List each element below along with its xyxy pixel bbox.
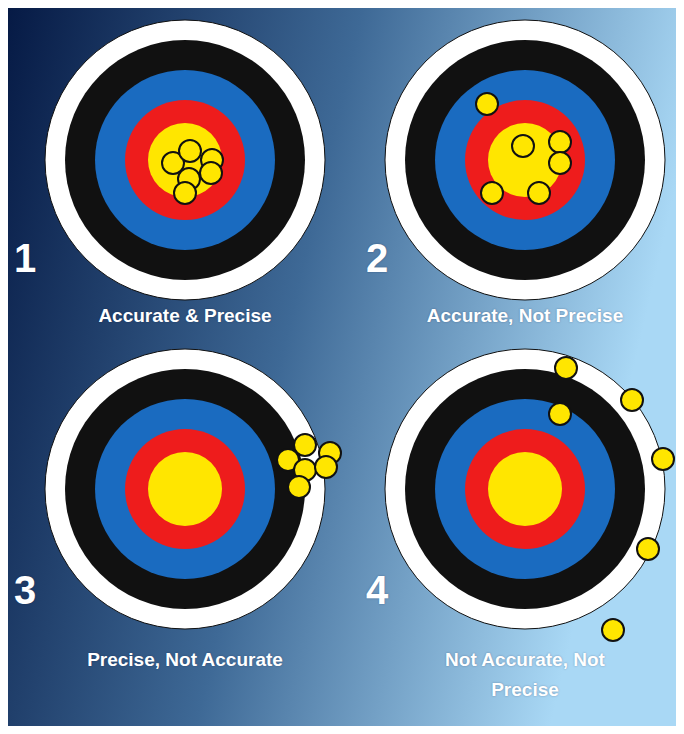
ring-white	[385, 20, 665, 300]
hit-dot	[174, 182, 196, 204]
ring-black	[405, 369, 645, 609]
hit-dot	[315, 456, 337, 478]
hit-dot	[549, 131, 571, 153]
ring-black	[65, 369, 305, 609]
ring-red	[125, 100, 245, 220]
ring-white	[45, 349, 325, 629]
ring-white	[45, 20, 325, 300]
target-caption: Not Accurate, Not Precise	[430, 645, 620, 705]
hit-dot	[621, 389, 643, 411]
hit-dot	[481, 182, 503, 204]
hit-dot	[288, 476, 310, 498]
target-caption: Precise, Not Accurate	[87, 645, 283, 675]
target-caption: Accurate & Precise	[98, 301, 271, 331]
ring-blue	[435, 70, 615, 250]
target	[45, 349, 325, 629]
target-number: 4	[366, 568, 388, 612]
hit-dot	[179, 140, 201, 162]
hit-dot	[637, 538, 659, 560]
ring-blue	[435, 399, 615, 579]
target-number: 1	[14, 236, 36, 280]
target-caption: Accurate, Not Precise	[427, 301, 623, 331]
background-panel	[8, 8, 676, 726]
arrow-hits	[162, 93, 674, 641]
hit-dot	[652, 448, 674, 470]
ring-red	[465, 429, 585, 549]
hit-dot	[602, 619, 624, 641]
bullseye	[148, 452, 222, 526]
target	[45, 20, 325, 300]
hit-dot	[555, 357, 577, 379]
hit-dot	[528, 182, 550, 204]
hit-dot	[549, 152, 571, 174]
target-number: 2	[366, 236, 388, 280]
hit-dot	[200, 162, 222, 184]
target-number: 3	[14, 568, 36, 612]
hit-dot	[512, 135, 534, 157]
ring-red	[125, 429, 245, 549]
ring-white	[385, 349, 665, 629]
target	[385, 349, 665, 629]
ring-blue	[95, 70, 275, 250]
ring-black	[65, 40, 305, 280]
hit-dot	[476, 93, 498, 115]
target	[385, 20, 665, 300]
hit-dot	[549, 403, 571, 425]
ring-red	[465, 100, 585, 220]
bullseye	[488, 452, 562, 526]
ring-black	[405, 40, 645, 280]
ring-blue	[95, 399, 275, 579]
